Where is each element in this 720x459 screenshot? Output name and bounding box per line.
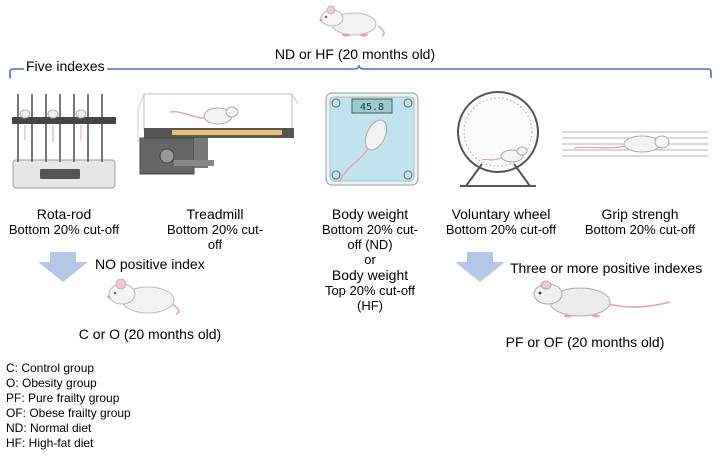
index-name: Body weight: [331, 206, 409, 222]
index-criterion: Bottom 20% cut-off: [445, 222, 557, 237]
legend-item: OF: Obese frailty group: [6, 406, 131, 420]
scale-image: 45.8: [324, 91, 420, 187]
index-criterion: Bottom 20% cut-off: [8, 222, 120, 237]
index-voluntary-wheel: Voluntary wheel Bottom 20% cut-off: [436, 206, 566, 237]
index-name: Rota-rod: [36, 206, 92, 222]
index-body-weight: Body weight Bottom 20% cut- off (ND) or …: [310, 206, 430, 313]
index-alt-criterion: Top 20% cut-off: [324, 283, 416, 298]
index-alt-criterion-cont: (HF): [357, 298, 383, 313]
abbreviation-legend: C: Control group O: Obesity group PF: Pu…: [6, 361, 131, 451]
index-name: Treadmill: [186, 206, 244, 222]
index-criterion: Bottom 20% cut-: [321, 222, 419, 237]
right-down-arrow: [455, 252, 505, 282]
top-group-label: ND or HF (20 months old): [274, 46, 436, 62]
index-criterion: Bottom 20% cut-: [166, 222, 264, 237]
legend-item: HF: High-fat diet: [6, 436, 94, 450]
index-name: Voluntary wheel: [451, 206, 551, 222]
grip-grid-image: [560, 124, 710, 164]
index-criterion: Bottom 20% cut-off: [584, 222, 696, 237]
rota-rod-image: [10, 90, 120, 192]
right-arrow-label: Three or more positive indexes: [510, 260, 703, 276]
index-rota-rod: Rota-rod Bottom 20% cut-off: [0, 206, 128, 237]
legend-item: C: Control group: [6, 361, 95, 375]
indexes-bracket: [9, 65, 712, 78]
index-grip-strength: Grip strengh Bottom 20% cut-off: [570, 206, 710, 237]
left-outcome-mouse-image: [104, 278, 184, 318]
legend-item: O: Obesity group: [6, 376, 97, 390]
index-alt-name: Body weight: [331, 267, 409, 283]
or-label: or: [364, 252, 376, 267]
index-criterion-cont: off: [207, 237, 223, 252]
running-wheel-image: [452, 88, 544, 192]
legend-item: PF: Pure frailty group: [6, 391, 120, 405]
legend-item: ND: Normal diet: [6, 421, 92, 435]
left-outcome-group: C or O (20 months old): [78, 326, 222, 342]
left-down-arrow: [38, 252, 88, 282]
right-outcome-mouse-image: [524, 280, 674, 322]
indexes-label: Five indexes: [24, 58, 107, 74]
index-name: Grip strengh: [601, 206, 679, 222]
treadmill-image: [132, 90, 302, 186]
index-treadmill: Treadmill Bottom 20% cut- off: [150, 206, 280, 252]
right-outcome-group: PF or OF (20 months old): [505, 334, 665, 350]
top-mouse-image: [316, 4, 386, 38]
index-criterion-cont: off (ND): [347, 237, 393, 252]
left-arrow-label: NO positive index: [95, 256, 205, 272]
scale-readout: 45.8: [360, 102, 384, 113]
